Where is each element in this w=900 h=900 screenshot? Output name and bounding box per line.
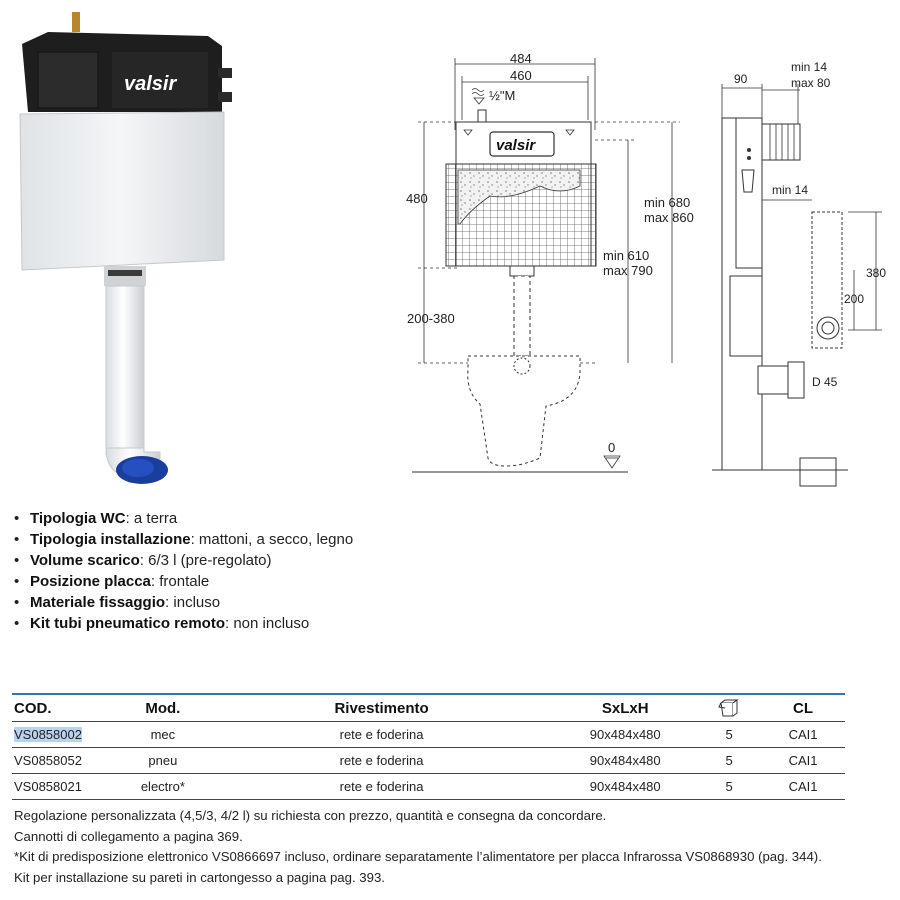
dim-width-inner: 460 [510,68,532,83]
notes-section: Regolazione personalizzata (4,5/3, 4/2 l… [14,806,822,889]
cell-cod[interactable]: VS0858021 [12,773,116,800]
cell-cl: CAI1 [761,773,845,800]
dim-front-max: max 80 [791,76,831,90]
feature-label: Volume scarico [30,552,140,569]
dim-total-min: min 680 [644,195,690,210]
cell-rivestimento: rete e foderina [209,773,554,800]
feature-value: incluso [173,594,221,611]
header-size: SxLxH [601,699,649,717]
feature-label: Tipologia installazione [30,531,191,548]
dim-total-max: max 860 [644,210,694,225]
product-photo: valsir [19,12,232,484]
dim-frame-min: min 610 [603,248,649,263]
feature-item: •Tipologia installazione: mattoni, a sec… [14,531,354,548]
dim-frame-max: max 790 [603,263,653,278]
note-line: Kit per installazione su pareti in carto… [14,870,385,886]
bullet-icon: • [14,531,20,548]
dim-outlet-center: 200 [844,292,864,306]
dim-floor-to-tank: 200-380 [407,311,455,326]
feature-value: frontale [159,573,210,590]
bullet-icon: • [14,510,20,527]
header-mod: Mod. [145,699,181,717]
features-list: •Tipologia WC: a terra •Tipologia instal… [14,508,353,634]
dim-diameter: D 45 [812,375,838,389]
cell-rivestimento: rete e foderina [209,747,554,774]
water-level-mark-icon [463,129,575,136]
side-technical-drawing: 90 min 14 max 80 min 14 380 200 D 45 [712,60,886,487]
dim-tank-height: 480 [406,191,428,206]
header-cl: CL [793,699,814,717]
feature-value: a terra [133,510,178,527]
dim-front-min: min 14 [791,60,827,74]
feature-item: •Tipologia WC: a terra [14,510,178,527]
feature-item: •Kit tubi pneumatico remoto: non incluso [14,615,310,632]
note-line: *Kit di predisposizione elettronico VS08… [14,849,822,865]
floor-level-icon [603,455,621,469]
cell-size: 90x484x480 [553,773,698,800]
feature-label: Tipologia WC [30,510,126,527]
feature-item: •Volume scarico: 6/3 l (pre-regolato) [14,552,272,569]
dim-outlet-height: 380 [866,266,886,280]
note-line: Regolazione personalizzata (4,5/3, 4/2 l… [14,808,607,823]
front-technical-drawing: 484 460 ½"M 480 200-380 min 680 max 860 … [406,51,694,473]
feature-item: •Materiale fissaggio: incluso [14,594,221,611]
dim-depth: 90 [734,72,748,86]
cell-mod: mec [115,721,210,748]
box-icon [718,699,739,717]
feature-item: •Posizione placca: frontale [14,573,210,590]
bullet-icon: • [14,573,20,590]
table-row[interactable]: VS0858021 electro* rete e foderina 90x48… [12,773,845,800]
header-rivestimento: Rivestimento [334,699,429,717]
cell-cod[interactable]: VS0858002 [12,721,116,748]
dim-inlet-size: ½"M [489,88,515,103]
cell-cl: CAI1 [761,721,845,748]
cell-mod: pneu [115,747,210,774]
brand-logo-photo: valsir [124,73,177,95]
dim-floor-zero: 0 [608,440,615,455]
bullet-icon: • [14,552,20,569]
table-header-row: COD. Mod. Rivestimento SxLxH CL [12,694,845,722]
bullet-icon: • [14,615,20,632]
feature-value: 6/3 l (pre-regolato) [148,552,272,569]
table-row[interactable]: VS0858002 mec rete e foderina 90x484x480… [12,721,845,748]
dim-wall-min: min 14 [772,183,808,197]
feature-label: Kit tubi pneumatico remoto [30,615,225,632]
cell-qty: 5 [697,773,762,800]
header-cod: COD. [14,699,52,717]
cell-size: 90x484x480 [553,721,698,748]
brand-logo-drawing: valsir [496,137,536,154]
water-inlet-icon [471,88,485,105]
cell-cl: CAI1 [761,747,845,774]
cell-cod[interactable]: VS0858052 [12,747,116,774]
selected-code-text[interactable]: VS0858002 [14,727,82,742]
header-box [697,694,761,722]
cell-rivestimento: rete e foderina [209,721,554,748]
cell-qty: 5 [697,747,762,774]
feature-label: Posizione placca [30,573,151,590]
feature-value: non incluso [233,615,310,632]
cell-mod: electro* [115,773,210,800]
cell-size: 90x484x480 [553,747,698,774]
bullet-icon: • [14,594,20,611]
feature-value: mattoni, a secco, legno [198,531,354,548]
table-row[interactable]: VS0858052 pneu rete e foderina 90x484x48… [12,747,845,774]
cell-qty: 5 [697,721,762,748]
spec-table: COD. Mod. Rivestimento SxLxH CL VS085800… [12,693,845,800]
note-line: Cannotti di collegamento a pagina 369. [14,828,243,844]
dim-width-outer: 484 [510,51,532,66]
feature-label: Materiale fissaggio [30,594,166,611]
